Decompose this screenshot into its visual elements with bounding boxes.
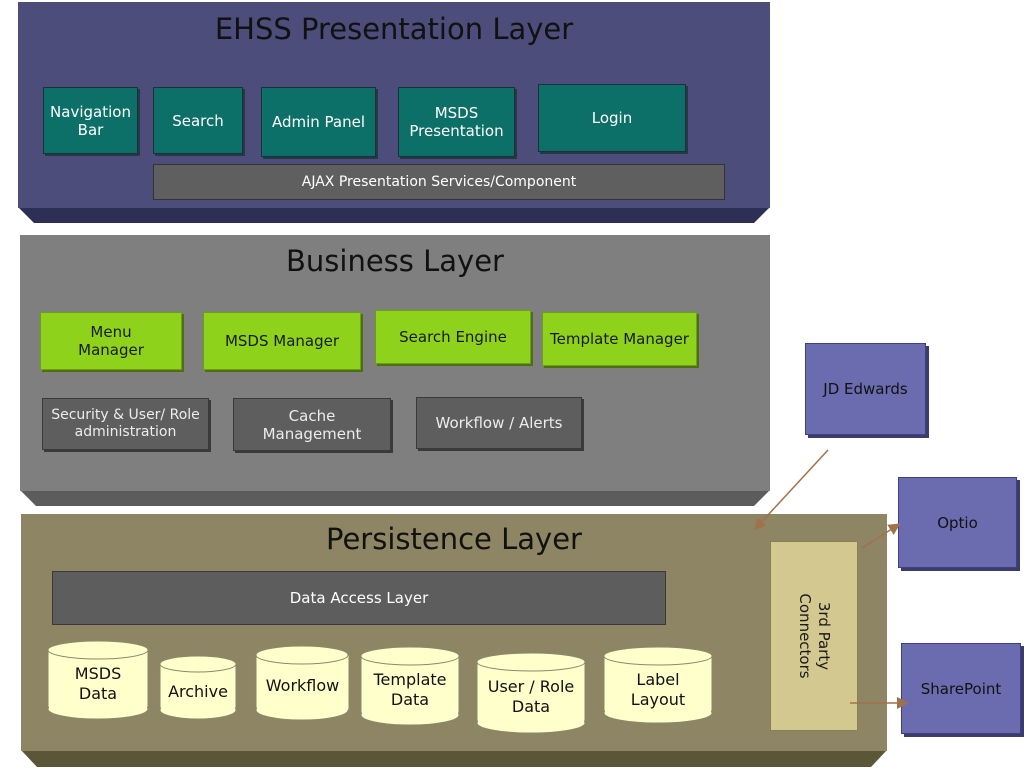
third-party-connectors-label: 3rd Party Connectors [796,593,833,679]
admin-panel-component: Admin Panel [261,87,376,157]
data-access-layer: Data Access Layer [52,571,666,625]
workflow-cylinder [255,645,350,721]
archive-label: Archive [168,682,228,701]
workflow-alerts-component: Workflow / Alerts [416,397,582,449]
template-data-cylinder [360,646,460,726]
msds-manager-component: MSDS Manager [203,312,361,370]
archive-cylinder [159,655,237,720]
msds-data-label: MSDS Data [74,664,122,703]
msds-presentation-component: MSDS Presentation [398,87,515,157]
ajax-services-bar: AJAX Presentation Services/Component [153,164,725,200]
jd-edwards-system: JD Edwards [805,343,926,435]
business-layer-title: Business Layer [286,244,504,278]
search-component: Search [153,87,243,154]
security-administration-component: Security & User/ Role administration [42,398,209,450]
label-layout-store: Label Layout [603,646,713,724]
cache-management-component: Cache Management [233,398,391,451]
label-layout-cylinder [603,646,713,724]
template-data-store: Template Data [360,646,460,726]
presentation-layer-title: EHSS Presentation Layer [214,12,574,46]
optio-system: Optio [898,477,1017,568]
msds-data-cylinder [47,640,149,720]
workflow-label: Workflow [265,676,340,695]
user-role-data-label: User / Role Data [487,677,575,716]
third-party-connectors: 3rd Party Connectors [770,541,858,731]
template-manager-component: Template Manager [542,312,697,366]
menu-manager-component: Menu Manager [40,312,182,370]
navigation-bar-component: Navigation Bar [43,87,138,154]
login-component: Login [538,84,686,152]
template-data-label: Template Data [373,670,447,709]
search-engine-component: Search Engine [375,310,531,364]
persistence-layer-title: Persistence Layer [326,522,582,556]
label-layout-label: Label Layout [630,670,686,709]
user-role-data-store: User / Role Data [476,652,586,734]
archive-store: Archive [159,655,237,720]
sharepoint-system: SharePoint [901,643,1021,734]
msds-data-store: MSDS Data [47,640,149,720]
user-role-data-cylinder [476,652,586,734]
workflow-store: Workflow [255,645,350,721]
